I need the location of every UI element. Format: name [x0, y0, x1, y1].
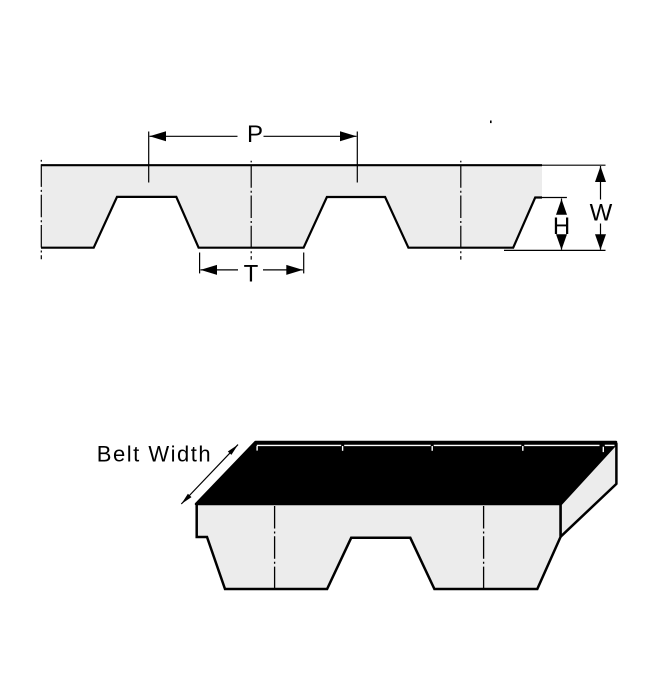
svg-text:Belt Width: Belt Width: [97, 442, 212, 467]
svg-text:H: H: [553, 213, 570, 240]
svg-text:P: P: [247, 121, 263, 148]
svg-text:T: T: [244, 261, 259, 288]
svg-text:W: W: [590, 200, 613, 227]
